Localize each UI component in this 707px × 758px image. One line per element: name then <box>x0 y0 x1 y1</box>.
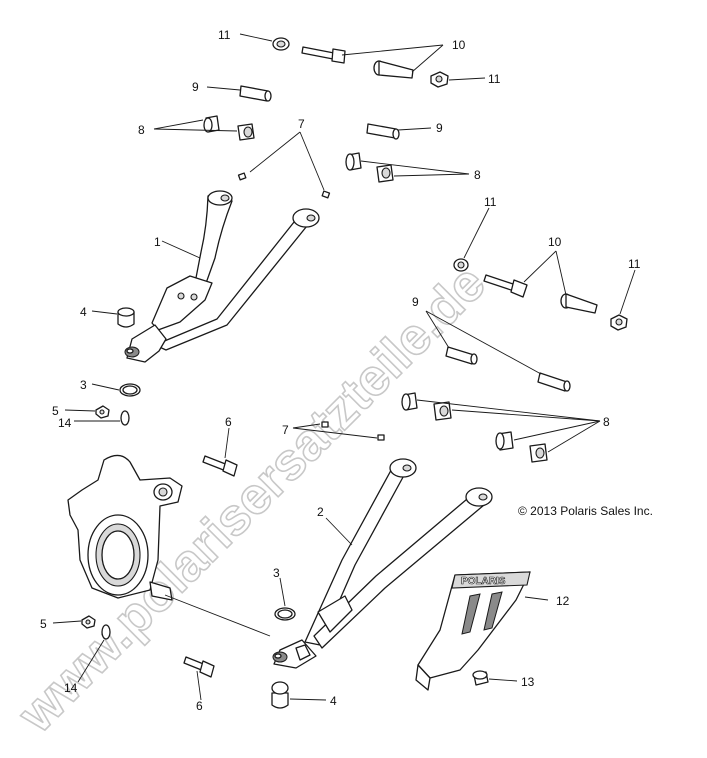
nut-5-lower <box>81 615 96 629</box>
a-arm-guard-12: POLARIS <box>415 571 531 691</box>
callout-6: 6 <box>225 415 232 429</box>
callout-13: 13 <box>521 675 535 689</box>
callout-9: 9 <box>192 80 199 94</box>
upper-a-arm-1 <box>124 190 320 363</box>
grease-fitting-7-c <box>321 421 329 428</box>
flange-nut-11-far-right <box>610 314 628 331</box>
pivot-cap-8-c <box>345 152 362 171</box>
callout-numbers: 11 10 11 9 8 7 9 8 1 11 10 11 4 9 3 5 14… <box>40 28 653 713</box>
callout-9: 9 <box>412 295 419 309</box>
callout-10: 10 <box>452 38 466 52</box>
callout-11: 11 <box>628 257 641 271</box>
callout-5: 5 <box>52 404 59 418</box>
callout-10: 10 <box>548 235 562 249</box>
grease-fitting-7-d <box>377 434 385 441</box>
flange-nut-11-mid <box>453 258 469 272</box>
lower-a-arm-2 <box>272 458 493 669</box>
callout-9: 9 <box>436 121 443 135</box>
leader-lines <box>52 33 636 701</box>
bolt-13 <box>472 670 489 686</box>
callout-7: 7 <box>298 117 305 131</box>
pivot-cap-8-e <box>401 392 418 411</box>
callout-2: 2 <box>317 505 324 519</box>
pivot-cap-8-b <box>237 123 255 141</box>
callout-11: 11 <box>218 28 231 42</box>
bolt-10-top-b <box>373 60 414 79</box>
callout-11: 11 <box>488 72 501 86</box>
callout-3: 3 <box>273 566 280 580</box>
flange-nut-11-top <box>272 37 290 51</box>
ball-joint-4-lower <box>271 681 289 709</box>
callout-3: 3 <box>80 378 87 392</box>
callout-4: 4 <box>80 305 87 319</box>
copyright-text: © 2013 Polaris Sales Inc. <box>518 504 653 518</box>
ball-joint-4-upper <box>117 307 135 328</box>
bushing-9-mid-a <box>445 346 478 365</box>
snap-ring-3-upper <box>119 383 141 397</box>
snap-ring-3-lower <box>274 607 296 621</box>
bolt-6-upper <box>202 455 238 477</box>
bushing-9-upper-left <box>239 85 272 102</box>
grease-fitting-7-a <box>237 172 247 181</box>
callout-14: 14 <box>58 416 72 430</box>
grease-fitting-7-b <box>321 190 331 199</box>
callout-11: 11 <box>484 195 497 209</box>
callout-12: 12 <box>556 594 570 608</box>
bolt-10-mid-b <box>560 293 598 314</box>
callout-1: 1 <box>154 235 161 249</box>
callout-6: 6 <box>196 699 203 713</box>
spindle-knuckle <box>67 454 183 601</box>
pivot-cap-8-a <box>203 115 220 133</box>
washer-14-lower <box>101 624 111 640</box>
bushing-9-mid-b <box>537 372 571 392</box>
callout-7: 7 <box>282 423 289 437</box>
nut-5-upper <box>95 405 110 419</box>
flange-nut-11-right <box>430 71 449 88</box>
bolt-6-lower <box>183 656 215 678</box>
bushing-9-upper-right <box>366 123 400 140</box>
bolt-10-mid-a <box>483 274 528 298</box>
callout-5: 5 <box>40 617 47 631</box>
callout-8: 8 <box>474 168 481 182</box>
washer-14-upper <box>120 410 130 426</box>
callout-8: 8 <box>138 123 145 137</box>
callout-8: 8 <box>603 415 610 429</box>
pivot-cap-8-f <box>433 401 452 421</box>
pivot-cap-8-d <box>376 164 394 183</box>
callout-4: 4 <box>330 694 337 708</box>
polaris-logo-text: POLARIS <box>461 576 506 587</box>
callout-14: 14 <box>64 681 78 695</box>
pivot-cap-8-g <box>495 431 514 451</box>
pivot-cap-8-h <box>529 443 548 463</box>
bolt-10-top-a <box>301 46 346 64</box>
